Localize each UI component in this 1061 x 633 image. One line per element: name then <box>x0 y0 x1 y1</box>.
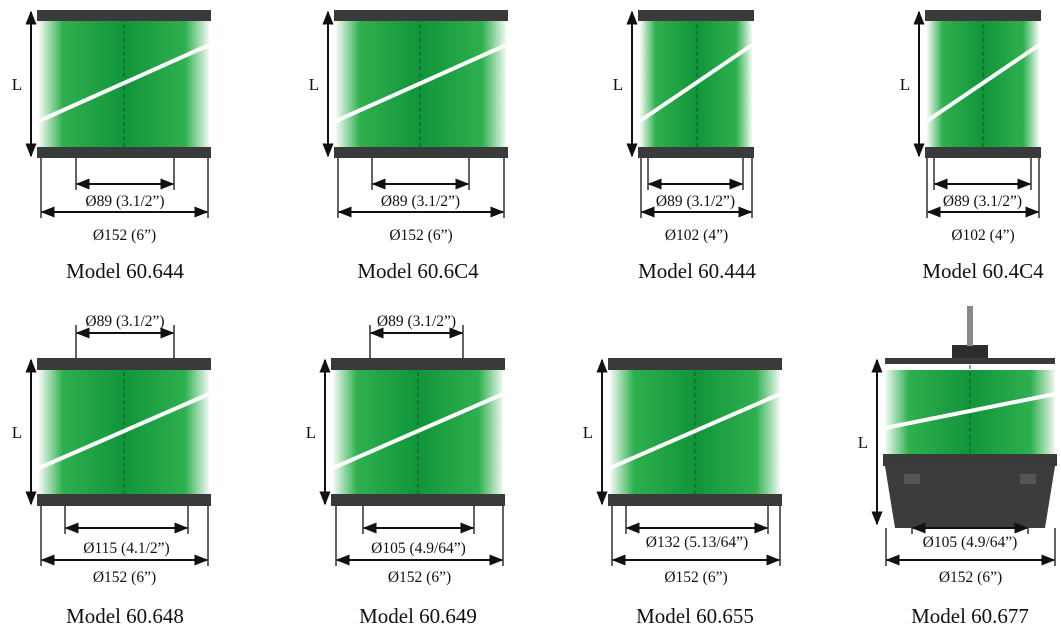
base-notch <box>904 474 920 484</box>
top-cap <box>331 358 505 370</box>
filter-model-5: L Ø89 (3.1/2”) Ø115 (4.1/2”) Ø152 (6”) Model… <box>12 313 211 628</box>
outer-diameter-label: Ø152 (6”) <box>939 569 1002 586</box>
diagonal-stripe <box>884 392 1056 430</box>
top-cap <box>608 358 782 370</box>
model-label: Model 60.648 <box>66 604 184 628</box>
outer-diameter-label: Ø152 (6”) <box>93 227 156 244</box>
outer-diameter-label: Ø102 (4”) <box>665 227 728 244</box>
length-label: L <box>583 423 593 442</box>
length-label: L <box>309 75 319 94</box>
inner-diameter-label: Ø89 (3.1/2”) <box>943 193 1022 210</box>
bottom-cap <box>37 494 211 506</box>
filter-cartridge <box>638 10 754 158</box>
model-label: Model 60.649 <box>359 604 477 628</box>
diagonal-stripe <box>38 392 210 470</box>
inner-diameter-label: Ø115 (4.1/2”) <box>83 540 169 557</box>
top-cap <box>37 10 211 21</box>
inner-diameter-label: Ø105 (4.9/64”) <box>923 534 1018 551</box>
outer-diameter-label: Ø102 (4”) <box>951 227 1014 244</box>
filter-model-2: L Ø89 (3.1/2”) Ø152 (6”) Model 60.6C4 <box>309 10 508 283</box>
top-cap <box>37 358 211 370</box>
bottom-cap <box>331 494 505 506</box>
filter-model-3: L Ø89 (3.1/2”) Ø102 (4”) Model 60.444 <box>613 10 756 283</box>
model-label: Model 60.6C4 <box>357 259 479 283</box>
length-label: L <box>12 423 22 442</box>
filter-model-8: L Ø105 (4.9/64”) Ø152 (6”) Model 60.677 <box>858 306 1057 628</box>
filter-cartridge <box>925 10 1041 158</box>
filter-model-7: L Ø132 (5.13/64”) Ø152 (6”) Model 60.655 <box>583 358 782 628</box>
top-cap <box>638 10 754 21</box>
filter-cartridge <box>608 358 782 506</box>
model-label: Model 60.4C4 <box>922 259 1044 283</box>
length-label: L <box>900 75 910 94</box>
filter-cartridge <box>331 358 505 506</box>
top-cap <box>885 358 1055 364</box>
model-label: Model 60.677 <box>911 604 1029 628</box>
model-label: Model 60.644 <box>66 259 184 283</box>
diagonal-stripe <box>925 43 1041 123</box>
filter-cartridge <box>883 306 1057 528</box>
inner-diameter-label: Ø105 (4.9/64”) <box>371 540 466 557</box>
base-notch <box>1020 474 1036 484</box>
diagonal-stripe <box>609 392 781 470</box>
diagonal-stripe <box>38 43 210 123</box>
bottom-cap <box>925 147 1041 158</box>
filter-model-4: L Ø89 (3.1/2”) Ø102 (4”) Model 60.4C4 <box>900 10 1044 283</box>
top-cap <box>925 10 1041 21</box>
top-fitting <box>952 345 988 358</box>
outer-diameter-label: Ø152 (6”) <box>388 569 451 586</box>
stepped-base <box>885 466 1055 528</box>
inner-diameter-label: Ø89 (3.1/2”) <box>656 193 735 210</box>
inner-diameter-label: Ø89 (3.1/2”) <box>85 193 164 210</box>
length-label: L <box>858 433 868 452</box>
filter-model-1: L Ø89 (3.1/2”) Ø152 (6”) Model 60.644 <box>12 10 211 283</box>
filter-cartridge <box>37 358 211 506</box>
model-label: Model 60.444 <box>638 259 756 283</box>
length-label: L <box>306 423 316 442</box>
outer-diameter-label: Ø152 (6”) <box>93 569 156 586</box>
bottom-cap <box>334 147 508 158</box>
diagonal-stripe <box>638 43 754 123</box>
length-label: L <box>613 75 623 94</box>
bottom-cap <box>638 147 754 158</box>
top-stem <box>967 306 973 346</box>
diagonal-stripe <box>335 43 507 123</box>
inner-diameter-label: Ø89 (3.1/2”) <box>381 193 460 210</box>
bottom-cap <box>883 454 1057 466</box>
length-label: L <box>12 75 22 94</box>
diagonal-stripe <box>332 392 504 470</box>
outer-diameter-label: Ø152 (6”) <box>389 227 452 244</box>
top-diameter-label: Ø89 (3.1/2”) <box>85 313 164 330</box>
bottom-cap <box>37 147 211 158</box>
outer-diameter-label: Ø152 (6”) <box>664 569 727 586</box>
filter-cartridge <box>334 10 508 158</box>
bottom-cap <box>608 494 782 506</box>
top-diameter-label: Ø89 (3.1/2”) <box>377 313 456 330</box>
model-label: Model 60.655 <box>636 604 754 628</box>
top-cap <box>334 10 508 21</box>
inner-diameter-label: Ø132 (5.13/64”) <box>646 534 748 551</box>
filter-cartridge <box>37 10 211 158</box>
filter-model-6: L Ø89 (3.1/2”) Ø105 (4.9/64”) Ø152 (6”) Mode… <box>306 313 505 628</box>
